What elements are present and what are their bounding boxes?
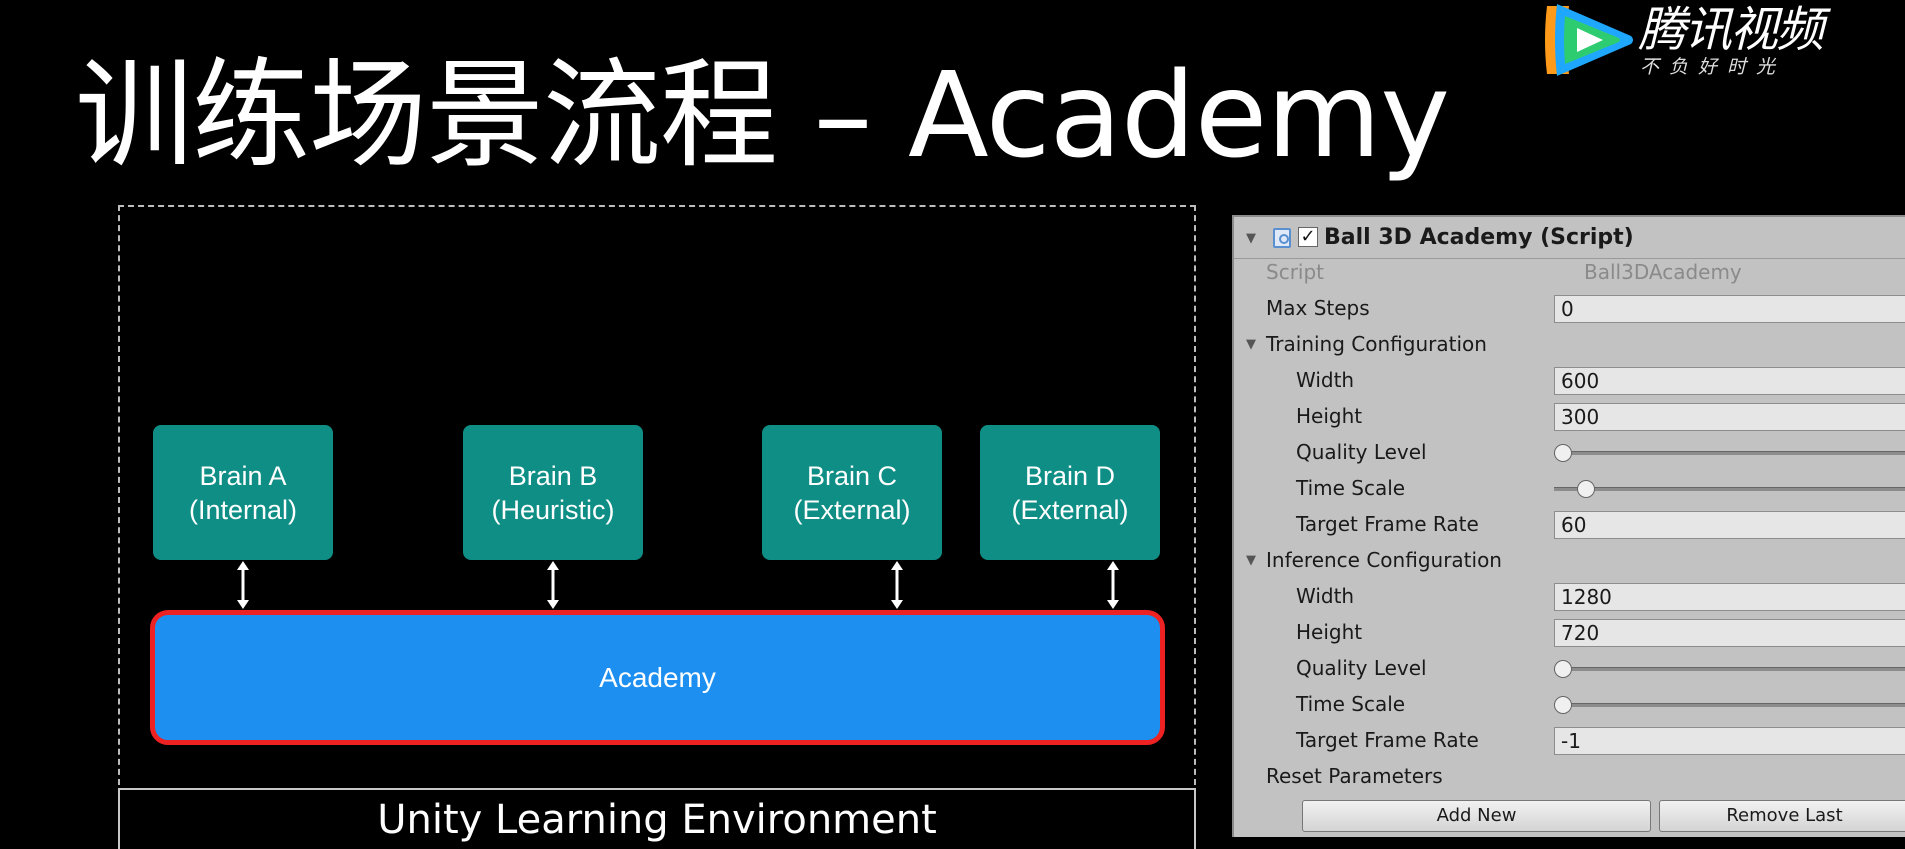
environment-label-text: Unity Learning Environment: [377, 796, 937, 843]
reset-parameters-label: Reset Parameters: [1266, 764, 1443, 788]
inference-framerate-row: Target Frame Rate -1: [1234, 723, 1905, 759]
fold-arrow-icon[interactable]: ▼: [1246, 231, 1256, 246]
slider-knob[interactable]: [1554, 696, 1572, 714]
brain-b-box: Brain B (Heuristic): [463, 425, 643, 560]
brain-name: Brain A: [199, 460, 287, 491]
inference-quality-slider[interactable]: [1554, 660, 1905, 678]
time-scale-label: Time Scale: [1296, 476, 1406, 500]
quality-level-label: Quality Level: [1296, 656, 1427, 680]
training-width-input[interactable]: 600: [1554, 367, 1905, 395]
quality-level-label: Quality Level: [1296, 440, 1427, 464]
component-header[interactable]: ▼ ✓ Ball 3D Academy (Script): [1234, 217, 1905, 259]
brain-c-box: Brain C (External): [762, 425, 942, 560]
width-label: Width: [1296, 368, 1355, 392]
training-quality-slider[interactable]: [1554, 444, 1905, 462]
fold-arrow-icon[interactable]: ▼: [1246, 553, 1256, 568]
brain-type: (Heuristic): [491, 494, 615, 525]
training-width-row: Width 600: [1234, 363, 1905, 399]
max-steps-row: Max Steps 0: [1234, 291, 1905, 327]
brain-type: (Internal): [188, 494, 298, 525]
environment-label: Unity Learning Environment: [118, 788, 1196, 849]
inference-config-header[interactable]: ▼ Inference Configuration: [1234, 543, 1905, 579]
fold-arrow-icon[interactable]: ▼: [1246, 337, 1256, 352]
script-label: Script: [1266, 260, 1325, 284]
tencent-video-logo: 腾讯视频 不负好时光: [1535, 0, 1835, 80]
double-arrow-icon: [237, 561, 249, 609]
target-frame-rate-label: Target Frame Rate: [1296, 512, 1479, 536]
brain-type: (External): [793, 494, 911, 525]
training-timescale-row: Time Scale: [1234, 471, 1905, 507]
logo-slogan: 不负好时光: [1640, 56, 1786, 78]
training-config-header[interactable]: ▼ Training Configuration: [1234, 327, 1905, 363]
inference-width-row: Width 1280: [1234, 579, 1905, 615]
slide-title: 训练场景流程 – Academy: [75, 46, 1450, 184]
double-arrow-icon: [891, 561, 903, 609]
double-arrow-icon: [1107, 561, 1119, 609]
inference-config-label: Inference Configuration: [1266, 548, 1502, 572]
brain-name: Brain B: [508, 460, 598, 491]
environment-frame: [118, 205, 1196, 785]
slider-knob[interactable]: [1577, 480, 1596, 498]
enabled-checkbox[interactable]: ✓: [1298, 227, 1318, 247]
script-field: Ball3DAcademy: [1584, 260, 1742, 284]
logo-name: 腾讯视频: [1638, 2, 1824, 58]
max-steps-label: Max Steps: [1266, 296, 1370, 320]
inference-height-input[interactable]: 720: [1554, 619, 1905, 647]
inference-timescale-slider[interactable]: [1554, 696, 1905, 714]
training-timescale-slider[interactable]: [1554, 480, 1905, 498]
training-height-row: Height 300: [1234, 399, 1905, 435]
training-framerate-row: Target Frame Rate 60: [1234, 507, 1905, 543]
brain-a-box: Brain A (Internal): [153, 425, 333, 560]
target-frame-rate-label: Target Frame Rate: [1296, 728, 1479, 752]
inference-width-input[interactable]: 1280: [1554, 583, 1905, 611]
tencent-video-play-icon: [1545, 4, 1633, 76]
brain-name: Brain C: [806, 460, 898, 491]
remove-last-button[interactable]: Remove Last: [1659, 800, 1905, 832]
height-label: Height: [1296, 620, 1363, 644]
reset-parameters-row: Reset Parameters: [1234, 759, 1905, 795]
academy-label: Academy: [599, 661, 716, 693]
double-arrow-icon: [547, 561, 559, 609]
academy-block: Academy: [150, 610, 1165, 745]
max-steps-input[interactable]: 0: [1554, 295, 1905, 323]
brain-name: Brain D: [1024, 460, 1116, 491]
script-icon: [1273, 228, 1291, 248]
time-scale-label: Time Scale: [1296, 692, 1406, 716]
inference-quality-row: Quality Level: [1234, 651, 1905, 687]
training-quality-row: Quality Level: [1234, 435, 1905, 471]
component-title: Ball 3D Academy (Script): [1324, 225, 1634, 250]
inference-height-row: Height 720: [1234, 615, 1905, 651]
slider-knob[interactable]: [1554, 444, 1572, 462]
inference-framerate-input[interactable]: -1: [1554, 727, 1905, 755]
training-config-label: Training Configuration: [1266, 332, 1487, 356]
height-label: Height: [1296, 404, 1363, 428]
training-framerate-input[interactable]: 60: [1554, 511, 1905, 539]
inspector-panel: ▼ ✓ Ball 3D Academy (Script) Script Ball…: [1232, 215, 1905, 837]
brain-d-box: Brain D (External): [980, 425, 1160, 560]
inference-timescale-row: Time Scale: [1234, 687, 1905, 723]
width-label: Width: [1296, 584, 1355, 608]
script-row: Script Ball3DAcademy: [1234, 255, 1905, 291]
brain-type: (External): [1011, 494, 1129, 525]
training-height-input[interactable]: 300: [1554, 403, 1905, 431]
add-new-button[interactable]: Add New: [1302, 800, 1651, 832]
slider-knob[interactable]: [1554, 660, 1572, 678]
